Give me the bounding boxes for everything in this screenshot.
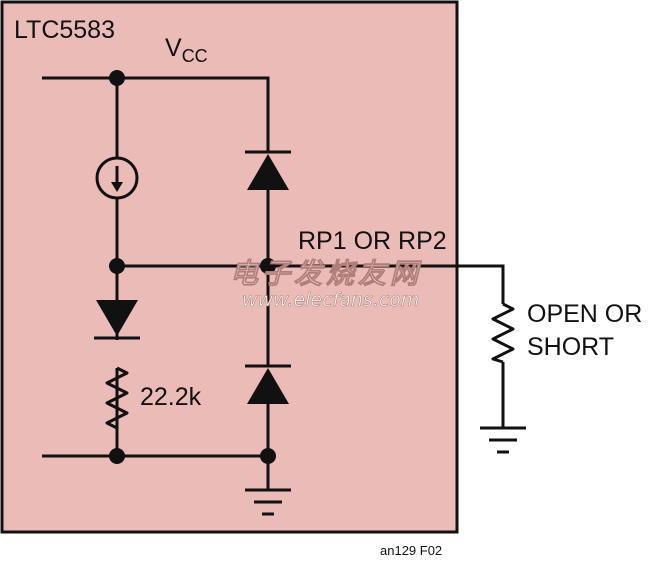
resistor-icon bbox=[105, 366, 129, 430]
ground-icon bbox=[245, 488, 291, 516]
pin-output-wire bbox=[117, 264, 505, 304]
ground-icon bbox=[480, 426, 526, 454]
chip-name-label: LTC5583 bbox=[14, 16, 115, 44]
junction-dot-icon bbox=[109, 258, 125, 274]
diode-icon bbox=[94, 300, 140, 340]
junction-dot-icon bbox=[260, 258, 276, 274]
watermark-url: www.elecfans.com bbox=[242, 289, 419, 311]
watermark-site-name: 电子发烧友网 bbox=[230, 257, 422, 290]
option-label-line1: OPEN OR bbox=[527, 300, 642, 328]
supply-voltage-label: VCC bbox=[165, 34, 208, 66]
junction-dot-icon bbox=[109, 70, 125, 86]
resistor-value-label: 22.2k bbox=[140, 383, 202, 411]
option-label-line2: SHORT bbox=[527, 333, 614, 361]
diode-icon bbox=[245, 150, 291, 190]
junction-dot-icon bbox=[109, 448, 125, 464]
supply-voltage-subscript: CC bbox=[182, 46, 208, 66]
supply-voltage-main: V bbox=[165, 34, 182, 62]
pin-label: RP1 OR RP2 bbox=[298, 227, 447, 255]
junction-dots bbox=[109, 70, 276, 464]
current-source-icon bbox=[95, 156, 139, 200]
figure-id-label: an129 F02 bbox=[380, 543, 442, 558]
resistor-icon bbox=[491, 302, 515, 364]
junction-dot-icon bbox=[260, 448, 276, 464]
diode-icon bbox=[245, 364, 291, 404]
